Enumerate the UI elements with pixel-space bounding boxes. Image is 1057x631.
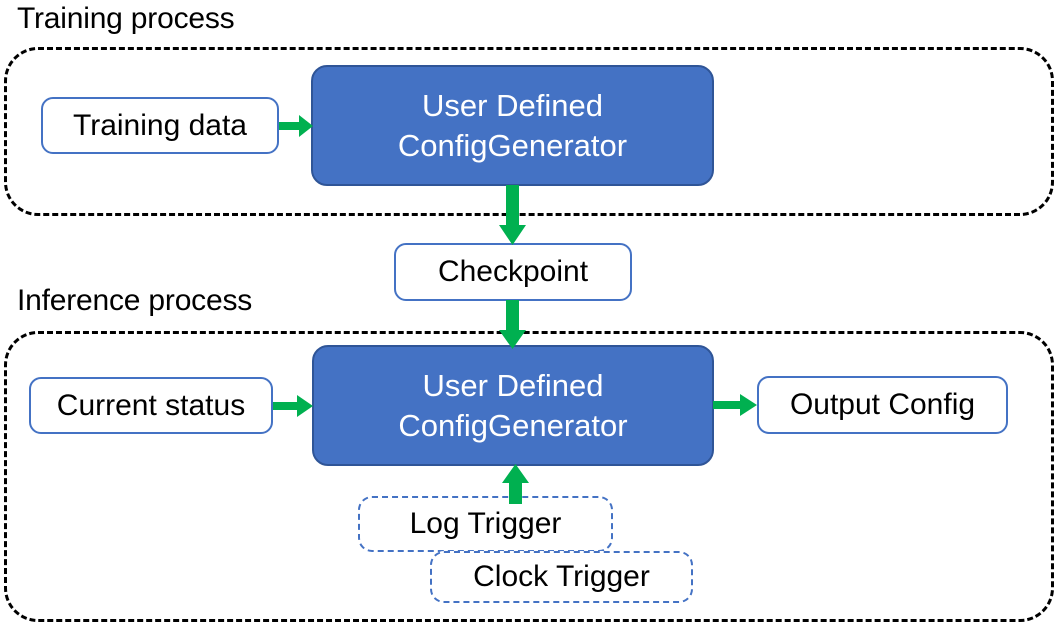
arrow-triggers-to-generator	[502, 464, 531, 504]
arrow-checkpoint-to-generator	[499, 300, 528, 350]
node-checkpoint[interactable]: Checkpoint	[394, 243, 632, 301]
node-output-config[interactable]: Output Config	[757, 376, 1008, 434]
generator-inference-line2: ConfigGenerator	[398, 407, 628, 443]
node-user-defined-config-generator-inference[interactable]: User Defined ConfigGenerator	[312, 345, 714, 466]
node-current-status[interactable]: Current status	[29, 377, 273, 434]
training-process-container	[4, 47, 1054, 216]
arrow-training-data-to-generator	[279, 112, 315, 140]
node-training-data[interactable]: Training data	[41, 97, 279, 154]
node-log-trigger[interactable]: Log Trigger	[358, 496, 613, 552]
arrow-current-status-to-generator	[273, 392, 315, 420]
node-user-defined-config-generator-training[interactable]: User Defined ConfigGenerator	[311, 65, 714, 186]
training-process-caption: Training process	[17, 2, 235, 35]
arrow-generator-to-checkpoint	[499, 185, 528, 247]
generator-training-line2: ConfigGenerator	[397, 127, 628, 163]
generator-training-line1: User Defined	[422, 87, 603, 123]
inference-process-caption: Inference process	[17, 284, 253, 317]
node-clock-trigger[interactable]: Clock Trigger	[430, 551, 693, 603]
generator-inference-line1: User Defined	[422, 367, 604, 403]
inference-process-container	[4, 331, 1054, 622]
arrow-generator-to-output-config	[713, 391, 759, 419]
